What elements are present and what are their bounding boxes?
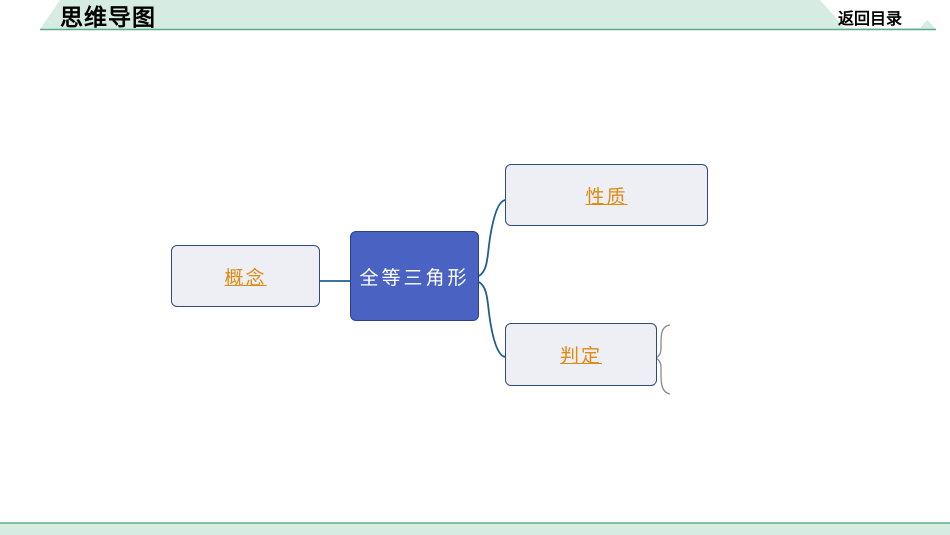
node-judgement: 判定 (505, 323, 657, 386)
page-title: 思维导图 (60, 5, 156, 31)
return-to-contents-button[interactable]: 返回目录 (838, 9, 903, 28)
footer-band (0, 522, 950, 535)
node-judgement-link[interactable]: 判定 (559, 345, 602, 367)
node-properties-link[interactable]: 性质 (585, 185, 628, 208)
node-concept: 概念 (171, 245, 320, 307)
connector-properties (478, 199, 507, 277)
node-properties: 性质 (505, 164, 708, 226)
node-center: 全等三角形 (350, 231, 479, 321)
node-concept-link[interactable]: 概念 (224, 266, 267, 289)
connector-judgement (478, 281, 507, 358)
header-band (40, 0, 945, 31)
judgement-brace (654, 324, 671, 395)
